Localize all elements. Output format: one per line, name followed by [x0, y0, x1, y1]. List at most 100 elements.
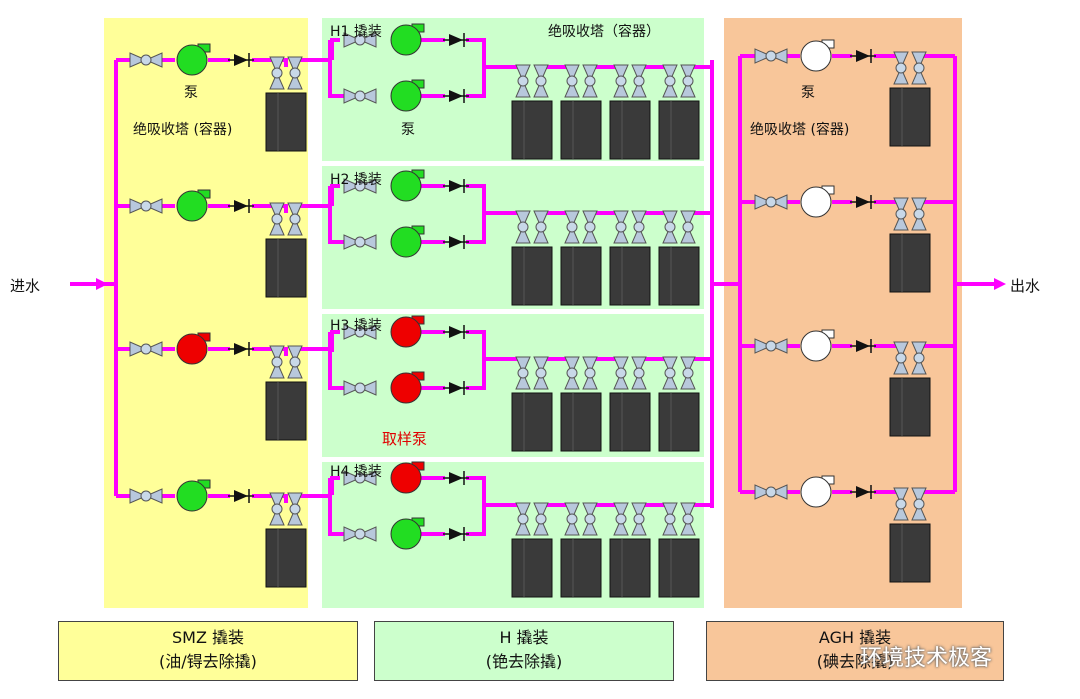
- vessel-valve: [533, 356, 549, 390]
- vessel-valve: [515, 356, 531, 390]
- vessel-valve: [287, 56, 303, 90]
- gate-valve: [129, 488, 163, 504]
- gate-valve: [343, 324, 377, 340]
- adsorption-vessel: [265, 381, 307, 441]
- vessel-valve: [893, 487, 909, 521]
- legend-agh-line1: AGH 撬装: [818, 628, 892, 647]
- gate-valve: [343, 32, 377, 48]
- vessel-valve: [680, 64, 696, 98]
- gate-valve: [754, 484, 788, 500]
- gate-valve: [343, 178, 377, 194]
- adsorption-vessel: [889, 87, 931, 147]
- check-valve-icon: [443, 381, 469, 395]
- legend-agh: AGH 撬装 (碘去除撬): [706, 621, 1004, 681]
- vessel-valve: [893, 341, 909, 375]
- vessel-valve: [613, 356, 629, 390]
- pump-icon: [176, 189, 211, 222]
- pipe-segment: [252, 494, 288, 503]
- vessel-valve: [613, 502, 629, 536]
- gate-valve: [343, 88, 377, 104]
- components: [129, 23, 931, 598]
- vessel-valve: [613, 210, 629, 244]
- pipe-segment: [328, 186, 345, 244]
- vessel-valve: [662, 64, 678, 98]
- pump-icon: [390, 371, 425, 404]
- vessel-valve: [287, 492, 303, 526]
- vessel-valve: [680, 502, 696, 536]
- gate-valve: [129, 198, 163, 214]
- outlet-arrow: [994, 278, 1006, 290]
- pump-icon: [800, 475, 835, 508]
- pump-icon: [390, 225, 425, 258]
- pump-icon: [390, 169, 425, 202]
- check-valve-icon: [443, 89, 469, 103]
- check-valve-icon: [228, 342, 254, 356]
- h-vessel-label: 绝吸收塔（容器）: [548, 23, 660, 40]
- vessel-valve: [662, 356, 678, 390]
- outlet-label: 出水: [1010, 277, 1040, 295]
- vessel-valve: [564, 502, 580, 536]
- vessel-valve: [269, 56, 285, 90]
- adsorption-vessel: [265, 238, 307, 298]
- vessel-valve: [911, 341, 927, 375]
- adsorption-vessel: [609, 246, 651, 306]
- pump-icon: [390, 23, 425, 56]
- gate-valve: [343, 234, 377, 250]
- agh-pump-label: 泵: [801, 85, 815, 101]
- pump-icon: [390, 79, 425, 112]
- check-valve-icon: [850, 49, 876, 63]
- inlet-label: 进水: [10, 277, 40, 295]
- pump-icon: [800, 329, 835, 362]
- adsorption-vessel: [511, 392, 553, 452]
- check-valve-icon: [443, 527, 469, 541]
- vessel-valve: [631, 356, 647, 390]
- legend-agh-line2: (碘去除撬): [816, 652, 894, 671]
- vessel-valve: [269, 202, 285, 236]
- vessel-valve: [533, 502, 549, 536]
- vessel-valve: [564, 210, 580, 244]
- vessel-valve: [515, 64, 531, 98]
- adsorption-vessel: [609, 538, 651, 598]
- vessel-valve: [582, 502, 598, 536]
- vessel-valve: [893, 197, 909, 231]
- adsorption-vessel: [560, 538, 602, 598]
- legend-smz: SMZ 撬装 (油/锝去除撬): [58, 621, 358, 681]
- vessel-valve: [662, 502, 678, 536]
- check-valve-icon: [228, 489, 254, 503]
- adsorption-vessel: [658, 392, 700, 452]
- pump-icon: [390, 461, 425, 494]
- vessel-valve: [582, 64, 598, 98]
- pipe-network: [70, 38, 1006, 536]
- check-valve-icon: [850, 339, 876, 353]
- vessel-valve: [287, 345, 303, 379]
- vessel-valve: [680, 210, 696, 244]
- legend-h-line2: (铯去除撬): [485, 652, 563, 671]
- h3-skid-title: H3 撬装: [330, 318, 382, 334]
- legend-h-line1: H 撬装: [499, 628, 549, 647]
- vessel-valve: [564, 64, 580, 98]
- pump-icon: [800, 39, 835, 72]
- vessel-valve: [533, 210, 549, 244]
- vessel-valve: [582, 210, 598, 244]
- adsorption-vessel: [889, 523, 931, 583]
- pump-icon: [390, 315, 425, 348]
- smz-pump-label: 泵: [184, 85, 198, 101]
- pipe-segment: [252, 347, 288, 356]
- vessel-valve: [911, 487, 927, 521]
- adsorption-vessel: [609, 392, 651, 452]
- adsorption-vessel: [658, 246, 700, 306]
- pump-icon: [390, 517, 425, 550]
- vessel-valve: [613, 64, 629, 98]
- inlet-arrow: [96, 278, 108, 290]
- adsorption-vessel: [560, 392, 602, 452]
- check-valve-icon: [228, 53, 254, 67]
- vessel-valve: [582, 356, 598, 390]
- vessel-valve: [564, 356, 580, 390]
- legend-h: H 撬装 (铯去除撬): [374, 621, 674, 681]
- gate-valve: [343, 526, 377, 542]
- check-valve-icon: [443, 471, 469, 485]
- vessel-valve: [287, 202, 303, 236]
- pipe-segment: [252, 204, 288, 213]
- pump-icon: [176, 332, 211, 365]
